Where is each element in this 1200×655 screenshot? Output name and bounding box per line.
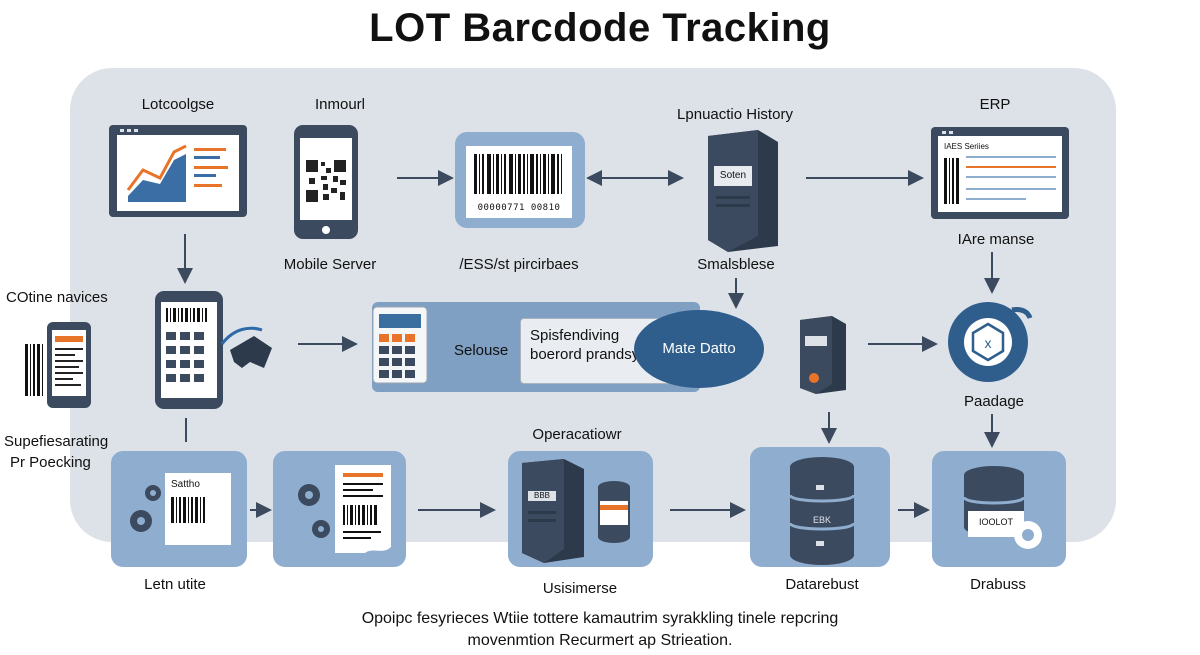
label-superseparating-1: Supefiesarating (4, 433, 109, 450)
label-smalsblese: Smalsblese (697, 256, 775, 273)
qr-phone (293, 124, 359, 240)
document-card-icon (298, 465, 391, 553)
barcode-digits: 00000771 00810 (477, 203, 561, 213)
operation-card: BBB (508, 451, 653, 567)
label-iare: IAre manse (957, 231, 1035, 248)
scan-card-icon (130, 473, 231, 545)
hand-scanner (220, 322, 280, 372)
storage-icon (962, 466, 1042, 549)
database-card: EBK (750, 447, 890, 567)
label-spisfend-1: Spisfendiving (530, 327, 620, 344)
handheld-device (25, 320, 93, 410)
label-lotcoolgse: Lotcoolgse (141, 96, 215, 113)
operation-card-icon (522, 459, 630, 563)
small-server (796, 314, 848, 396)
label-history: Lpnuactio History (677, 106, 793, 123)
footnote-line-2: movenmtion Recurmert ap Strieation. (467, 632, 733, 649)
small-server-icon (800, 316, 846, 394)
keypad-phone (154, 290, 224, 410)
label-datarebust: Datarebust (785, 576, 859, 593)
erp-window-title: IAES Seriies (944, 142, 989, 151)
erp-monitor: IAES Seriies (930, 126, 1070, 224)
label-erp: ERP (979, 96, 1011, 113)
label-selouse: Selouse (454, 342, 509, 359)
database-icon (788, 457, 856, 565)
operation-server-tag: BBB (533, 491, 550, 500)
storage-tag: IOOLOT (978, 517, 1013, 527)
label-cotine: COtine navices (6, 289, 108, 306)
label-paadage: Paadage (963, 393, 1025, 410)
erp-monitor-icon (931, 127, 1069, 219)
label-inmourl: Inmourl (314, 96, 366, 113)
terminal-icon (372, 306, 428, 384)
footnote-line-1: Opoipc fesyrieces Wtiie tottere kamautri… (361, 610, 839, 627)
svg-text:x: x (985, 335, 992, 351)
terminal-device (372, 306, 428, 384)
package-icon: x (948, 302, 1033, 382)
label-superseparating-2: Pr Poecking (10, 454, 91, 471)
document-card (273, 451, 406, 567)
package-circle: x (942, 296, 1042, 386)
footnote: Opoipc fesyrieces Wtiie tottere kamautri… (0, 608, 1200, 652)
scan-card-label: Sattho (171, 479, 200, 490)
hand-scanner-icon (220, 326, 272, 368)
barcode-icon (474, 154, 562, 194)
storage-card: IOOLOT (932, 451, 1066, 567)
label-mate: Mate Datto (662, 340, 736, 357)
server-tower: Soten (698, 128, 780, 254)
label-mobile-server: Mobile Server (283, 256, 377, 273)
label-operacation: Operacatiowr (532, 426, 622, 443)
database-tag: EBK (812, 515, 831, 525)
label-usisimerse: Usisimerse (542, 580, 618, 597)
keypad-phone-icon (155, 291, 223, 409)
server-tag: Soten (719, 170, 747, 181)
label-letn: Letn utite (144, 576, 206, 593)
label-spisfend-2: boerord prandsy (530, 346, 640, 363)
qr-phone-icon (294, 125, 358, 239)
analytics-monitor (108, 124, 248, 222)
label-drabuss: Drabuss (970, 576, 1026, 593)
scan-card: Sattho (111, 451, 247, 567)
server-icon (708, 130, 778, 252)
handheld-icon (25, 322, 91, 408)
barcode-label: 00000771 00810 (466, 146, 572, 218)
label-ess: /ESS/st pircirbaes (459, 256, 579, 273)
page-title: LOT Barcdode Tracking (369, 6, 831, 50)
mate-datto-ellipse (634, 310, 764, 388)
analytics-monitor-icon (109, 125, 247, 217)
